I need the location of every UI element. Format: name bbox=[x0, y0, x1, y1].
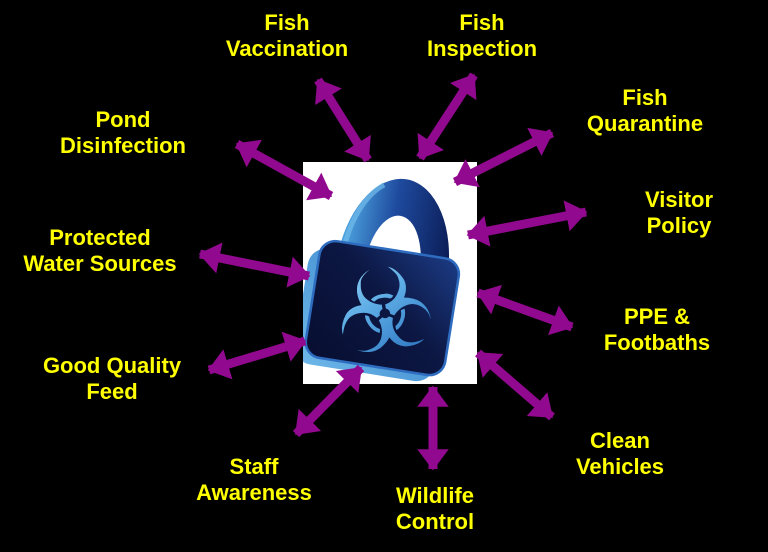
label-protected-water-sources: Protected Water Sources bbox=[23, 225, 177, 276]
label-pond-disinfection: Pond Disinfection bbox=[60, 107, 186, 158]
label-good-quality-feed: Good Quality Feed bbox=[42, 353, 182, 404]
arrow-visitor-policy bbox=[466, 200, 588, 247]
label-fish-vaccination: Fish Vaccination bbox=[225, 10, 349, 61]
padlock-face bbox=[304, 239, 461, 377]
arrow-fish-vaccination bbox=[314, 77, 372, 163]
label-visitor-policy: Visitor Policy bbox=[644, 187, 714, 238]
label-clean-vehicles: Clean Vehicles bbox=[575, 428, 665, 479]
arrow-good-quality-feed bbox=[207, 331, 307, 380]
arrow-fish-inspection bbox=[416, 72, 478, 161]
arrow-clean-vehicles bbox=[475, 349, 555, 421]
biohazard-padlock-image: ☣ bbox=[303, 178, 461, 384]
label-staff-awareness: Staff Awareness bbox=[196, 454, 312, 505]
label-fish-quarantine: Fish Quarantine bbox=[586, 85, 704, 136]
biohazard-icon: ☣ bbox=[325, 239, 445, 383]
label-fish-inspection: Fish Inspection bbox=[426, 10, 538, 61]
arrow-ppe-footbaths bbox=[476, 284, 574, 336]
center-image-panel: ☣ bbox=[303, 162, 477, 384]
arrow-protected-water-sources bbox=[198, 242, 311, 288]
label-wildlife-control: Wildlife Control bbox=[395, 483, 475, 534]
label-ppe-footbaths: PPE & Footbaths bbox=[603, 304, 711, 355]
